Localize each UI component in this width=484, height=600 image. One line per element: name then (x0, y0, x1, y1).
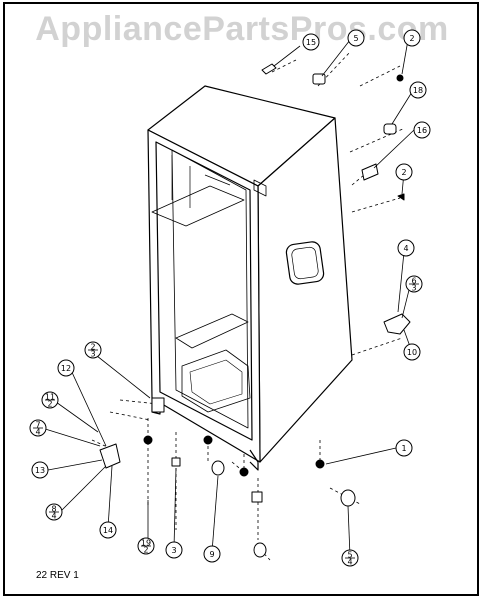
callout-number: 18 (413, 86, 423, 95)
callout-denominator: 2 (143, 545, 148, 554)
diagram-border (3, 2, 479, 596)
callout-denominator: 4 (51, 511, 56, 520)
callout-c5_4: 54 (341, 549, 359, 567)
callout-number: 1 (401, 444, 406, 453)
callout-c8_4: 84 (45, 503, 63, 521)
callout-c9: 9 (203, 545, 221, 563)
callout-number: 5 (353, 34, 358, 43)
callout-c5: 5 (347, 29, 365, 47)
callout-c3: 3 (165, 541, 183, 559)
callout-circle (203, 545, 221, 563)
callout-c18: 18 (409, 81, 427, 99)
callout-c12: 12 (57, 359, 75, 377)
callout-denominator: 2 (47, 399, 52, 408)
part-roller-low (253, 542, 267, 558)
part-5-nut (312, 73, 326, 85)
callout-c2a: 2 (403, 29, 421, 47)
callout-c6_3: 63 (405, 275, 423, 293)
callout-number: 2 (409, 34, 414, 43)
callout-circle (403, 343, 421, 361)
callout-number: 10 (407, 348, 417, 357)
part-15-screw (261, 63, 277, 75)
callout-number: 15 (306, 38, 316, 47)
part-1-foot (315, 459, 325, 469)
part-10-hinge (383, 313, 411, 335)
callout-numerator: 2 (90, 342, 95, 351)
callout-c14: 14 (99, 521, 117, 539)
callout-c10: 10 (403, 343, 421, 361)
callout-numerator: 5 (347, 550, 352, 559)
part-screw-low (251, 491, 263, 503)
part-2-screw (397, 193, 405, 201)
interior-floor (181, 349, 251, 413)
side-vent (285, 241, 325, 285)
callout-c1: 1 (395, 439, 413, 457)
callout-circle (347, 29, 365, 47)
callout-circle (165, 541, 183, 559)
callout-circle (31, 461, 49, 479)
part-cover (151, 397, 165, 413)
interior-divider (175, 313, 249, 349)
part-5-4-roller (340, 489, 356, 507)
callout-number: 14 (103, 526, 113, 535)
callout-denominator: 4 (35, 427, 40, 436)
callout-circle (397, 239, 415, 257)
cabinet-front-frame (147, 129, 261, 463)
callout-c15: 15 (302, 33, 320, 51)
callout-number: 3 (171, 546, 176, 555)
callout-circle (413, 121, 431, 139)
callout-number: 13 (35, 466, 45, 475)
watermark: AppliancePartsPros.com (35, 10, 449, 48)
callout-circle (99, 521, 117, 539)
callout-number: 9 (209, 550, 214, 559)
callout-denominator: 3 (90, 349, 95, 358)
callout-c2b: 2 (395, 163, 413, 181)
callout-circle (57, 359, 75, 377)
callout-c11_2: 112 (41, 391, 59, 409)
part-18-bushing (383, 123, 397, 135)
callout-circle (403, 29, 421, 47)
part-foot-1 (143, 435, 153, 445)
callout-numerator: 7 (35, 420, 40, 429)
callout-c19_2: 192 (137, 537, 155, 555)
part-12-hinge (99, 443, 121, 469)
callout-c7_4: 74 (29, 419, 47, 437)
callout-numerator: 8 (51, 504, 56, 513)
part-foot-3 (239, 467, 249, 477)
callout-number: 12 (61, 364, 71, 373)
callout-circle (302, 33, 320, 51)
interior-rail (151, 185, 245, 227)
callout-denominator: 4 (347, 557, 352, 566)
callout-numerator: 11 (45, 392, 55, 401)
callout-number: 16 (417, 126, 427, 135)
callout-circle (409, 81, 427, 99)
cabinet-opening (155, 141, 253, 441)
part-foot-2 (203, 435, 213, 445)
callout-number: 4 (403, 244, 408, 253)
callout-number: 2 (401, 168, 406, 177)
part-2-screw-top (396, 74, 404, 82)
callout-c13: 13 (31, 461, 49, 479)
callout-numerator: 6 (411, 276, 416, 285)
callout-denominator: 3 (411, 283, 416, 292)
callout-circle (395, 163, 413, 181)
callout-numerator: 19 (141, 538, 151, 547)
revision-label: 22 REV 1 (36, 570, 79, 581)
callout-c2_3: 23 (84, 341, 102, 359)
part-3-clip (171, 457, 181, 467)
part-9-roller (211, 460, 225, 476)
callout-c4: 4 (397, 239, 415, 257)
callout-circle (395, 439, 413, 457)
callout-c16: 16 (413, 121, 431, 139)
